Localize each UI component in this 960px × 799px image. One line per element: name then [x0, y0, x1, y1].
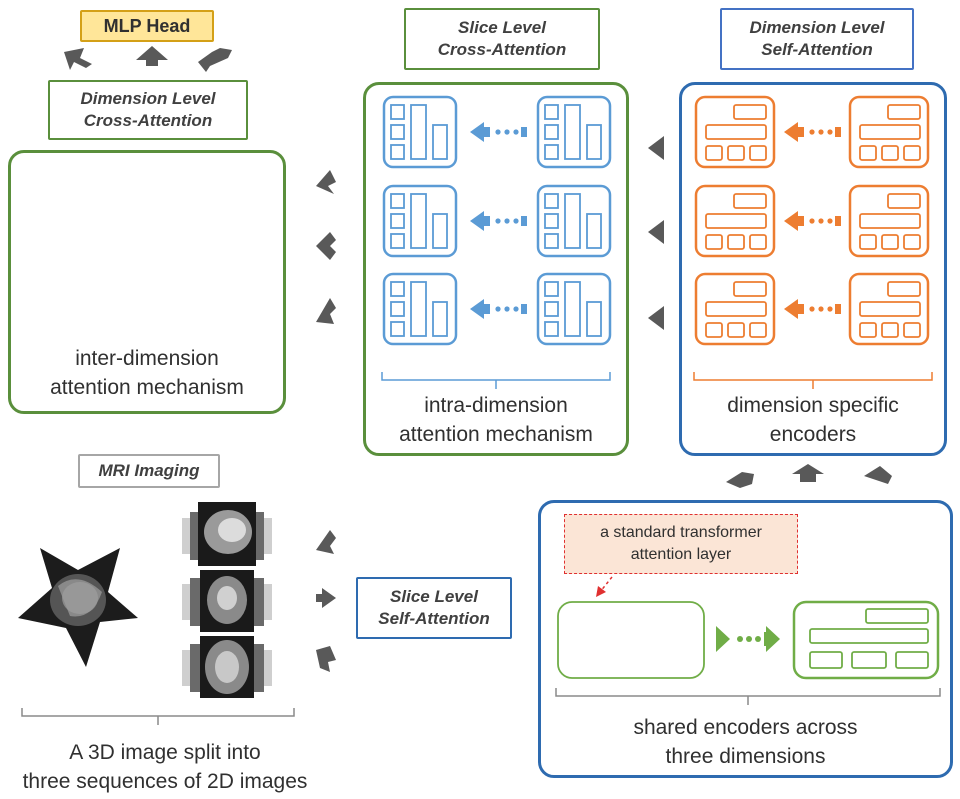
dim-cross-line1: Dimension Level [80, 89, 216, 108]
intra-row [382, 272, 612, 346]
dimension-cross-attention-label: Dimension Level Cross-Attention [48, 80, 248, 140]
intra-dimension-panel [363, 82, 629, 456]
slice-cross-line1: Slice Level [458, 18, 546, 37]
dimension-token [694, 95, 776, 169]
slice-token [382, 95, 458, 169]
mri-coronal-slices [182, 570, 272, 632]
dim-self-line2: Self-Attention [761, 40, 873, 59]
mri-3d-volume [18, 548, 138, 667]
split-line2: three sequences of 2D images [22, 770, 308, 793]
mri-text: MRI Imaging [98, 461, 200, 480]
dim-cross-line2: Cross-Attention [83, 111, 213, 130]
slice-token [536, 184, 612, 258]
inter-line2: attention mechanism [50, 376, 244, 399]
mri-imaging-label: MRI Imaging [78, 454, 220, 488]
dimension-self-attention-label: Dimension Level Self-Attention [720, 8, 914, 70]
dimension-specific-panel-content [694, 95, 930, 346]
dimension-token [848, 95, 930, 169]
dimension-specific-caption: dimension specific encoders [682, 391, 944, 449]
dimension-token [848, 272, 930, 346]
std-layer-line1: a standard transformer [600, 524, 762, 541]
intra-line1: intra-dimension [424, 394, 568, 417]
shared-line1: shared encoders across [633, 716, 858, 739]
mri-bracket [21, 708, 295, 725]
dimspec-line2: encoders [769, 423, 857, 446]
dimension-token [848, 184, 930, 258]
split-line1: A 3D image split into [69, 741, 261, 764]
dimension-token [694, 272, 776, 346]
slice-self-attention-label: Slice Level Self-Attention [356, 577, 512, 639]
intra-row [382, 95, 612, 169]
standard-layer-callout: a standard transformer attention layer [564, 514, 798, 574]
inter-dimension-panel [8, 150, 286, 414]
slice-token [536, 95, 612, 169]
flow-arrows [64, 46, 892, 672]
shared-encoder-panel [538, 500, 953, 778]
intra-line2: attention mechanism [399, 423, 593, 446]
slice-token [382, 184, 458, 258]
slice-self-line1: Slice Level [390, 587, 478, 606]
mri-axial-slices [182, 636, 272, 698]
shared-encoder-content [555, 576, 941, 705]
inter-dimension-caption: inter-dimension attention mechanism [10, 344, 284, 402]
dimension-row [694, 272, 930, 346]
dim-self-line1: Dimension Level [749, 18, 885, 37]
slice-self-line2: Self-Attention [378, 609, 490, 628]
dimension-row [694, 184, 930, 258]
slice-cross-attention-label: Slice Level Cross-Attention [404, 8, 600, 70]
dimension-row [694, 95, 930, 169]
image-split-caption: A 3D image split into three sequences of… [0, 738, 330, 796]
shared-line2: three dimensions [665, 745, 826, 768]
mri-sagittal-slices [182, 502, 272, 566]
dimspec-line1: dimension specific [727, 394, 899, 417]
std-layer-line2: attention layer [630, 546, 732, 563]
intra-dimension-panel-content [382, 95, 612, 346]
shared-encoders-caption: shared encoders across three dimensions [540, 713, 951, 771]
slice-token [536, 272, 612, 346]
mlp-head-text: MLP Head [103, 16, 191, 36]
intra-dimension-caption: intra-dimension attention mechanism [366, 391, 626, 449]
dimension-token [694, 184, 776, 258]
inter-line1: inter-dimension [75, 347, 219, 370]
mlp-head-label: MLP Head [80, 10, 214, 42]
slice-token [382, 272, 458, 346]
dimension-specific-panel [679, 82, 947, 456]
slice-cross-line2: Cross-Attention [437, 40, 567, 59]
intra-row [382, 184, 612, 258]
